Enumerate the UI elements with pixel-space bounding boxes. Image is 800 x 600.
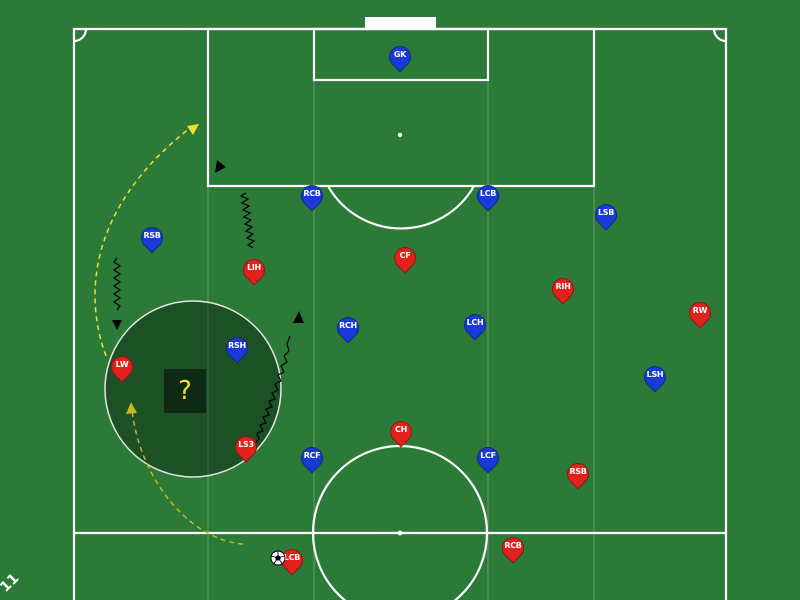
arrowhead-icon bbox=[293, 311, 304, 323]
player-red-ch[interactable]: CH bbox=[385, 416, 417, 448]
player-red-rcb[interactable]: RCB bbox=[497, 532, 529, 564]
dribble-arrow-1 bbox=[112, 257, 122, 311]
dribble-arrow-2 bbox=[239, 192, 256, 249]
arrowhead-icon bbox=[126, 402, 137, 414]
player-blue-lsb[interactable]: LSB bbox=[590, 199, 622, 231]
unknown-player-marker: ? bbox=[164, 369, 206, 413]
arrowhead-icon bbox=[215, 160, 226, 173]
player-red-rsb[interactable]: RSB bbox=[562, 458, 594, 490]
player-red-lih[interactable]: LIH bbox=[238, 254, 270, 286]
player-blue-rsh[interactable]: RSH bbox=[221, 332, 253, 364]
player-red-lcb[interactable]: LCB bbox=[276, 544, 308, 576]
player-red-cf[interactable]: CF bbox=[389, 242, 421, 274]
dribble-arrow-3 bbox=[254, 335, 291, 444]
arrowhead-icon bbox=[187, 124, 199, 135]
player-red-rih[interactable]: RIH bbox=[547, 273, 579, 305]
centre-spot bbox=[397, 530, 403, 536]
player-blue-rcf[interactable]: RCF bbox=[296, 442, 328, 474]
player-red-ls3[interactable]: LS3 bbox=[230, 431, 262, 463]
player-blue-lsh[interactable]: LSH bbox=[639, 361, 671, 393]
arrowhead-icon bbox=[112, 320, 122, 330]
penalty-spot bbox=[397, 132, 403, 138]
run-arrow-lower bbox=[131, 409, 244, 545]
goal bbox=[365, 17, 436, 29]
player-blue-rcb[interactable]: RCB bbox=[296, 180, 328, 212]
player-blue-rsb[interactable]: RSB bbox=[136, 222, 168, 254]
soccer-ball-icon[interactable] bbox=[270, 550, 286, 566]
player-blue-lcf[interactable]: LCF bbox=[472, 442, 504, 474]
player-blue-gk[interactable]: GK bbox=[384, 41, 416, 73]
player-blue-lch[interactable]: LCH bbox=[459, 309, 491, 341]
player-red-lw[interactable]: LW bbox=[106, 351, 138, 383]
player-blue-rch[interactable]: RCH bbox=[332, 312, 364, 344]
player-red-rw[interactable]: RW bbox=[684, 297, 716, 329]
player-blue-lcb[interactable]: LCB bbox=[472, 180, 504, 212]
